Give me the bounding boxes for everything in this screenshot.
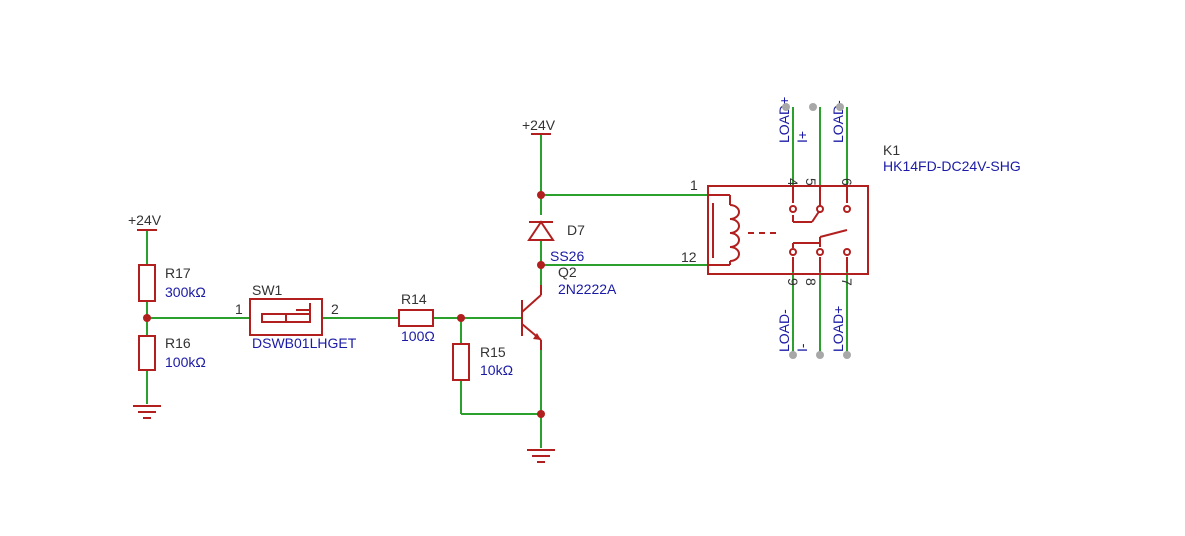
- relay-k1: 1 12 K1 HK14FD-DC24V-SHG: [681, 142, 1021, 275]
- k1-pin-7: 7: [839, 278, 855, 286]
- k1-value: HK14FD-DC24V-SHG: [883, 158, 1021, 174]
- d7-value: SS26: [550, 248, 584, 264]
- k1-pin-8: 8: [803, 278, 819, 286]
- net-label-load-plus-bottom: LOAD+: [830, 306, 846, 352]
- junctions: [143, 191, 545, 418]
- sw1-pin-1: 1: [235, 301, 243, 317]
- net-label-i-minus: I-: [794, 343, 810, 352]
- net-labels-bottom: LOAD- I- LOAD+: [776, 306, 846, 352]
- r17-ref: R17: [165, 265, 191, 281]
- terminal-dot: [843, 351, 851, 359]
- wires: [146, 107, 848, 448]
- k1-coil-pin-1: 1: [690, 177, 698, 193]
- terminal-dot: [836, 103, 844, 111]
- q2-ref: Q2: [558, 264, 577, 280]
- dip-switch-sw1: SW1 DSWB01LHGET 1 2: [235, 282, 357, 351]
- k1-pin-4: 4: [785, 178, 801, 186]
- terminal-dot: [782, 103, 790, 111]
- diode-d7: D7 SS26: [527, 220, 585, 264]
- ground-symbol-right: [527, 449, 555, 463]
- net-terminals: [782, 103, 851, 359]
- k1-coil-pin-12: 12: [681, 249, 697, 265]
- r16-value: 100kΩ: [165, 354, 206, 370]
- k1-pin-9: 9: [785, 278, 801, 286]
- power-symbol-mid: +24V: [522, 117, 556, 135]
- r17-value: 300kΩ: [165, 284, 206, 300]
- d7-ref: D7: [567, 222, 585, 238]
- junction-dot: [537, 191, 545, 199]
- resistor-r16: R16 100kΩ: [138, 335, 206, 371]
- power-symbol-left: +24V: [128, 212, 162, 231]
- net-label-i-plus: I+: [794, 131, 810, 143]
- power-label-left: +24V: [128, 212, 162, 228]
- r16-ref: R16: [165, 335, 191, 351]
- power-label-mid: +24V: [522, 117, 556, 133]
- terminal-dot: [789, 351, 797, 359]
- r14-value: 100Ω: [401, 328, 435, 344]
- terminal-dot: [816, 351, 824, 359]
- ground-symbol-left: [133, 405, 161, 419]
- net-label-load-minus-bottom: LOAD-: [776, 309, 792, 352]
- terminal-dot: [809, 103, 817, 111]
- sw1-ref: SW1: [252, 282, 283, 298]
- k1-pin-5: 5: [803, 178, 819, 186]
- resistor-r17: R17 300kΩ: [138, 264, 206, 302]
- resistor-r14: R14 100Ω: [398, 291, 435, 344]
- transistor-q2: Q2 2N2222A: [521, 264, 617, 350]
- junction-dot: [537, 410, 545, 418]
- sw1-pin-2: 2: [331, 301, 339, 317]
- sw1-value: DSWB01LHGET: [252, 335, 357, 351]
- resistor-r15: R15 10kΩ: [452, 343, 513, 381]
- junction-dot: [457, 314, 465, 322]
- r15-ref: R15: [480, 344, 506, 360]
- junction-dot: [537, 261, 545, 269]
- k1-pin-numbers: 4 5 6 9 8 7: [785, 178, 855, 286]
- r14-ref: R14: [401, 291, 427, 307]
- k1-pin-6: 6: [839, 178, 855, 186]
- q2-value: 2N2222A: [558, 281, 617, 297]
- net-label-load-minus-top: LOAD-: [830, 100, 846, 143]
- k1-ref: K1: [883, 142, 900, 158]
- r15-value: 10kΩ: [480, 362, 513, 378]
- junction-dot: [143, 314, 151, 322]
